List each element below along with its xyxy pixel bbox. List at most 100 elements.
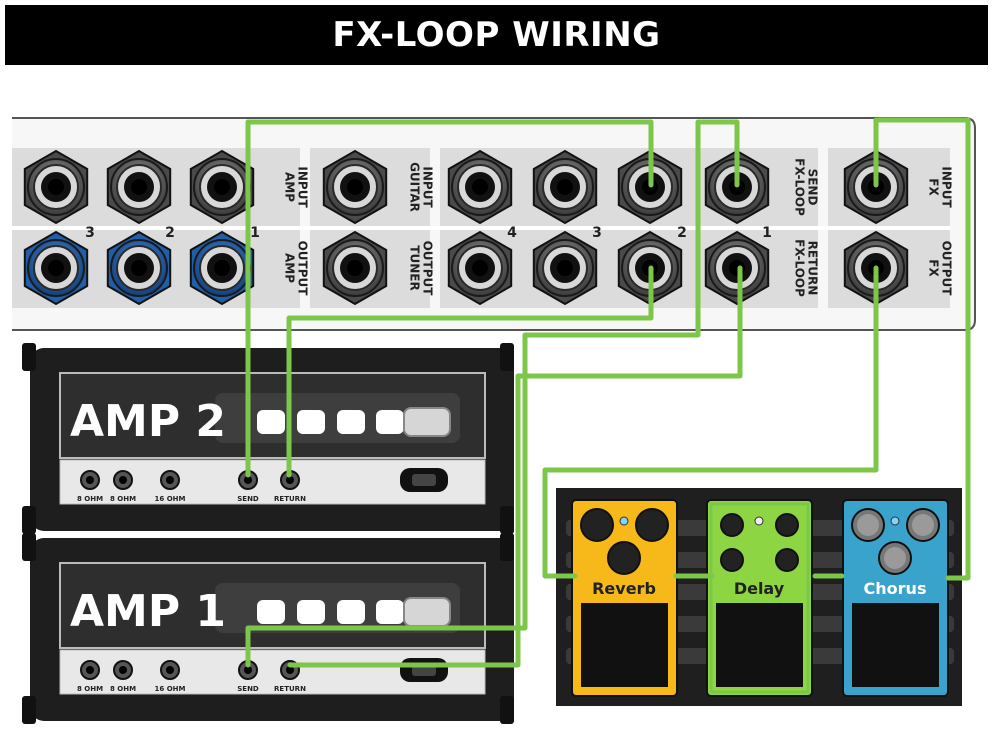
loop-send-jack-3[interactable] [532, 149, 598, 225]
pedal-name-label: Reverb [592, 579, 656, 598]
amp-knob[interactable] [337, 600, 365, 624]
loop-number: 4 [507, 225, 517, 241]
pedal-knob[interactable] [635, 508, 669, 542]
pedal-knob[interactable] [775, 548, 799, 572]
amp-power-switch[interactable] [403, 407, 451, 437]
footswitch[interactable] [852, 603, 939, 687]
amp-output-jack-2[interactable] [106, 230, 172, 306]
send-jack-label: SEND [237, 685, 259, 693]
amp-2: AMP 2 8 OHM 8 OHM 16 OHM SEND RETURN [22, 343, 514, 534]
loop-number: 3 [592, 225, 602, 241]
send-jack-label: SEND [237, 495, 259, 503]
title-bar: FX-LOOP WIRING [5, 5, 988, 65]
amp-number: 3 [85, 225, 95, 241]
pedal-chorus[interactable]: Chorus [842, 499, 949, 697]
speaker-jack[interactable] [113, 470, 133, 490]
loop-return-jack-3[interactable] [532, 230, 598, 306]
amp-name-label: AMP 2 [70, 396, 226, 447]
pedal-led [754, 516, 764, 526]
fx-input-label-line: FX [927, 178, 941, 196]
pedal-knob[interactable] [775, 513, 799, 537]
loop-number: 1 [762, 225, 772, 241]
amp-knob[interactable] [376, 410, 404, 434]
amp-output-label-line: AMP [283, 253, 297, 283]
amp-input-label-line: INPUT [296, 166, 310, 208]
speaker-jack-label: 8 OHM [110, 495, 136, 503]
amp-input-jack-2[interactable] [106, 149, 172, 225]
cable-amp2-send [245, 119, 654, 478]
cable-fx-input [873, 117, 971, 581]
speaker-jack[interactable] [80, 660, 100, 680]
speaker-jack-label: 8 OHM [77, 685, 103, 693]
amp-knob[interactable] [257, 600, 285, 624]
speaker-jack[interactable] [160, 660, 180, 680]
cable-fx-output [542, 265, 879, 579]
speaker-jack[interactable] [160, 470, 180, 490]
amp-knob[interactable] [337, 410, 365, 434]
speaker-jack[interactable] [80, 470, 100, 490]
amp-output-label-line: OUTPUT [296, 241, 310, 297]
fx-loop-send-label-line: SEND [806, 169, 820, 206]
fx-input-label-line: INPUT [940, 166, 954, 208]
fx-output-label-line: OUTPUT [940, 241, 954, 297]
page-title: FX-LOOP WIRING [332, 15, 661, 55]
footswitch[interactable] [716, 603, 803, 687]
amp-power-switch[interactable] [403, 597, 451, 627]
tuner-output-jack[interactable] [322, 230, 388, 306]
cable-loop-send-to-reverb [245, 119, 740, 668]
pedal-delay[interactable]: Delay [706, 499, 813, 697]
amp-knob[interactable] [297, 410, 325, 434]
loop-return-jack-1[interactable] [704, 230, 770, 306]
amp-output-jack-1[interactable] [189, 230, 255, 306]
pedal-name-label: Delay [734, 579, 785, 598]
amp-input-label-line: AMP [283, 172, 297, 202]
guitar-input-label-line: INPUT [421, 166, 435, 208]
fx-loop-return-label-line: RETURN [806, 241, 820, 296]
cables [245, 117, 971, 668]
loop-send-jack-4[interactable] [447, 149, 513, 225]
speaker-jack-label: 16 OHM [155, 495, 186, 503]
pedal-led [890, 516, 900, 526]
send-jack[interactable] [238, 470, 258, 490]
tuner-output-label-line: OUTPUT [421, 241, 435, 297]
speaker-jack-label: 8 OHM [110, 685, 136, 693]
return-jack-label: RETURN [274, 495, 306, 503]
guitar-input-jack[interactable] [322, 149, 388, 225]
amp-knob[interactable] [257, 410, 285, 434]
footswitch[interactable] [581, 603, 668, 687]
pedal-knob[interactable] [580, 508, 614, 542]
amp-knob[interactable] [376, 600, 404, 624]
speaker-jack[interactable] [113, 660, 133, 680]
tuner-output-label-line: TUNER [408, 245, 422, 290]
amp-number: 1 [250, 225, 260, 241]
return-jack-label: RETURN [274, 685, 306, 693]
pedal-reverb[interactable]: Reverb [571, 499, 678, 697]
speaker-jack-label: 8 OHM [77, 495, 103, 503]
fx-loop-send-label-line: FX-LOOP [793, 158, 807, 216]
pedal-knob[interactable] [720, 513, 744, 537]
pedal-knob[interactable] [720, 548, 744, 572]
amp-output-jack-3[interactable] [23, 230, 89, 306]
pedal-name-label: Chorus [864, 579, 927, 598]
fx-output-label-line: FX [927, 259, 941, 277]
amp-knob[interactable] [297, 600, 325, 624]
amp-input-jack-1[interactable] [189, 149, 255, 225]
amp-number: 2 [165, 225, 175, 241]
loop-return-jack-4[interactable] [447, 230, 513, 306]
pedalboard: Reverb Delay Chorus [556, 488, 962, 706]
loop-number: 2 [677, 225, 687, 241]
pedal-knob[interactable] [607, 541, 641, 575]
amp-input-jack-3[interactable] [23, 149, 89, 225]
speaker-jack-label: 16 OHM [155, 685, 186, 693]
